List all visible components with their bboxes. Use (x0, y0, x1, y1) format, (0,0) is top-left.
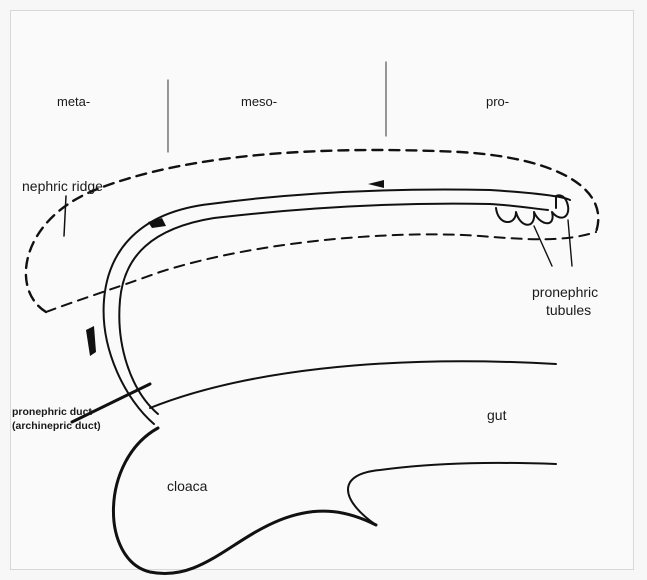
pronephric-duct-label-line1: pronephric duct (12, 406, 92, 419)
nephric-ridge-outer (26, 150, 598, 312)
nephric-ridge-label: nephric ridge (22, 178, 103, 194)
nephric-ridge-inner (46, 232, 596, 312)
pronephric-tubules-leader-1 (534, 226, 552, 266)
arrow-mark-3 (86, 326, 96, 356)
region-label-meta: meta- (57, 95, 90, 110)
arrow-mark-2 (368, 180, 384, 188)
gut-lower-wall (348, 463, 556, 525)
pronephric-duct-inner (119, 204, 548, 414)
nephric-ridge-leader (64, 196, 66, 236)
pronephric-tubules-label-line1: pronephric (532, 284, 598, 300)
pronephric-tubules-leader-2 (568, 220, 572, 266)
pronephric-tubules (496, 195, 568, 224)
region-label-meso: meso- (241, 95, 277, 110)
pronephric-duct-label-line2: (archinepric duct) (12, 420, 101, 433)
pronephric-duct-outer (104, 190, 570, 424)
region-label-pro: pro- (486, 95, 509, 110)
cloaca-outline (113, 428, 376, 574)
gut-label: gut (487, 407, 506, 423)
arrow-mark-1 (148, 218, 166, 228)
pronephric-tubules-label-line2: tubules (546, 302, 591, 318)
gut-upper-wall (150, 361, 556, 408)
cloaca-label: cloaca (167, 478, 207, 494)
